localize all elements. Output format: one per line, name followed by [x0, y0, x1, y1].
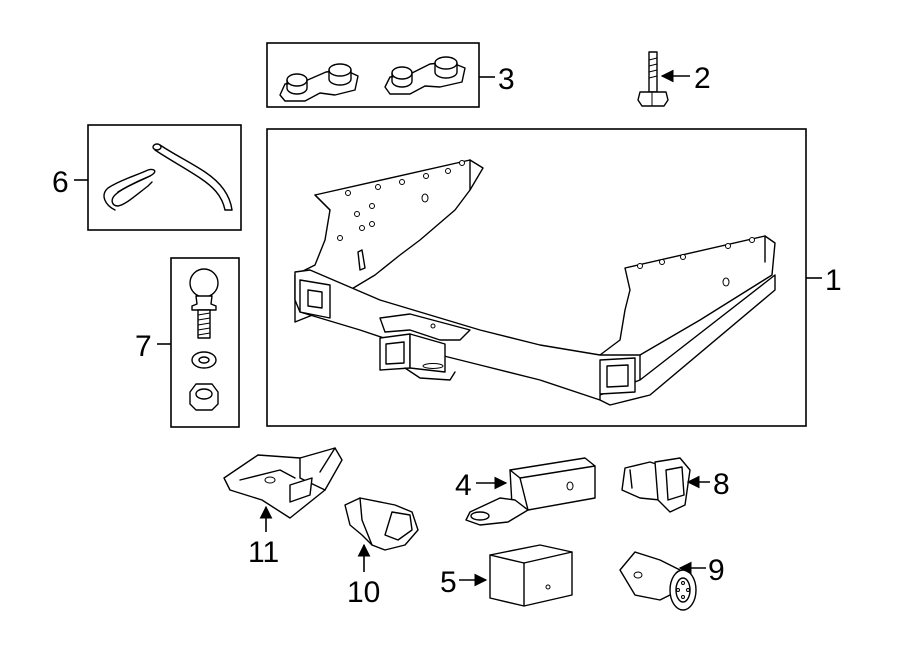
- part-10-connector: 10: [344, 497, 419, 609]
- callout-3: 3: [498, 63, 515, 96]
- part-4-ball-mount: 4: [455, 457, 596, 526]
- callout-10: 10: [347, 576, 380, 609]
- callout-8: 8: [713, 468, 730, 501]
- part-7-box: [170, 257, 240, 428]
- callout-4: 4: [455, 469, 472, 502]
- callout-9: 9: [708, 554, 725, 587]
- part-3-box: [266, 42, 480, 108]
- part-8-plug: 8: [621, 457, 730, 513]
- part-3-brackets: 3: [266, 42, 515, 108]
- callout-11: 11: [248, 536, 279, 569]
- part-7-ball-assembly: 7: [135, 257, 240, 428]
- part-2-bolt: 2: [637, 51, 711, 107]
- bracket-right: [384, 56, 466, 95]
- part-6-pin-and-clip: 6: [52, 124, 242, 231]
- callout-1: 1: [825, 264, 842, 297]
- part-1-hitch-receiver: 1: [266, 128, 842, 427]
- part-11-mount-bracket: 11: [223, 447, 343, 569]
- callout-2: 2: [694, 62, 711, 95]
- part-5-receiver-tube: 5: [440, 544, 573, 607]
- bracket-left: [279, 63, 359, 102]
- callout-6: 6: [52, 166, 69, 199]
- part-9-socket: 9: [619, 551, 725, 611]
- part-6-box: [87, 124, 242, 231]
- callout-5: 5: [440, 566, 457, 599]
- callout-7: 7: [135, 330, 152, 363]
